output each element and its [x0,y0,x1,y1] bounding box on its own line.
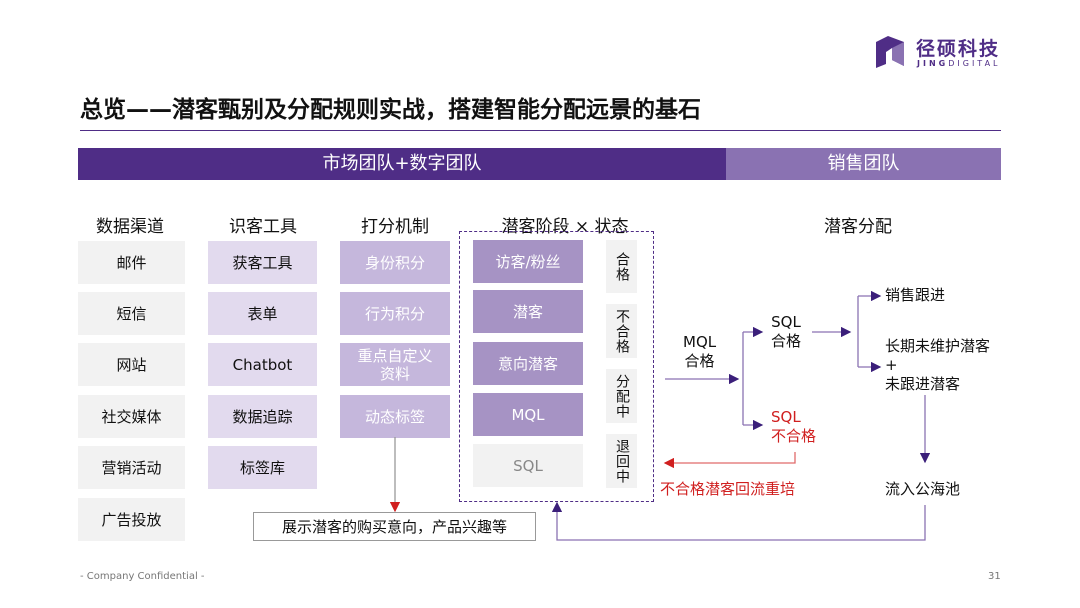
status-item: 退回中 [606,434,637,488]
scoring-item: 身份积分 [340,241,450,284]
tool-item: 数据追踪 [208,395,317,438]
channel-item: 邮件 [78,241,185,284]
status-item: 不合格 [606,304,637,358]
footer-confidential: - Company Confidential - [80,571,205,582]
recycle-label: 不合格潜客回流重培 [660,480,796,498]
tool-item: 获客工具 [208,241,317,284]
channel-item: 网站 [78,343,185,386]
unmaintained-label: 长期未维护潜客 + 未跟进潜客 [885,337,991,393]
scoring-item: 行为积分 [340,292,450,335]
logo: 径硕科技 JINGDIGITAL [874,34,1004,70]
stage-item: 潜客 [473,290,583,333]
channel-item: 营销活动 [78,446,185,489]
public-pool-label: 流入公海池 [885,480,961,498]
stage-item: 访客/粉丝 [473,240,583,283]
tool-item: 表单 [208,292,317,335]
scoring-item: 重点自定义资料 [340,343,450,386]
status-item: 合格 [606,240,637,293]
status-item: 分配中 [606,369,637,423]
band-marketing: 市场团队+数字团队 [78,148,726,180]
logo-name-cn: 径硕科技 [916,38,1001,60]
stage-item: SQL [473,444,583,487]
column-header: 数据渠道 [96,217,164,237]
tool-item: 标签库 [208,446,317,489]
sales-follow-label: 销售跟进 [885,286,946,304]
page-number: 31 [988,571,1001,582]
logo-en-bold: JING [917,59,949,68]
band-sales: 销售团队 [726,148,1001,180]
title-divider [80,130,1001,131]
sql-qualified-label: SQL 合格 [771,313,802,350]
sql-unqualified-label: SQL 不合格 [771,408,817,445]
tool-item: Chatbot [208,343,317,386]
channel-item: 社交媒体 [78,395,185,438]
stage-item: 意向潜客 [473,342,583,385]
intent-display-box: 展示潜客的购买意向，产品兴趣等 [253,512,536,541]
channel-item: 广告投放 [78,498,185,541]
logo-mark-icon [876,36,904,68]
stage-item: MQL [473,393,583,436]
channel-item: 短信 [78,292,185,335]
stage-group-frame [459,231,654,502]
page-title: 总览——潜客甄别及分配规则实战，搭建智能分配远景的基石 [80,97,701,123]
scoring-item: 动态标签 [340,395,450,438]
column-header: 潜客阶段 × 状态 [501,217,629,237]
column-header: 打分机制 [361,217,429,237]
column-header: 潜客分配 [824,217,892,237]
column-header: 识客工具 [229,217,297,237]
logo-name-en: JINGDIGITAL [917,59,1001,68]
logo-en: DIGITAL [948,59,1001,68]
mql-qualified-label: MQL 合格 [683,333,717,370]
